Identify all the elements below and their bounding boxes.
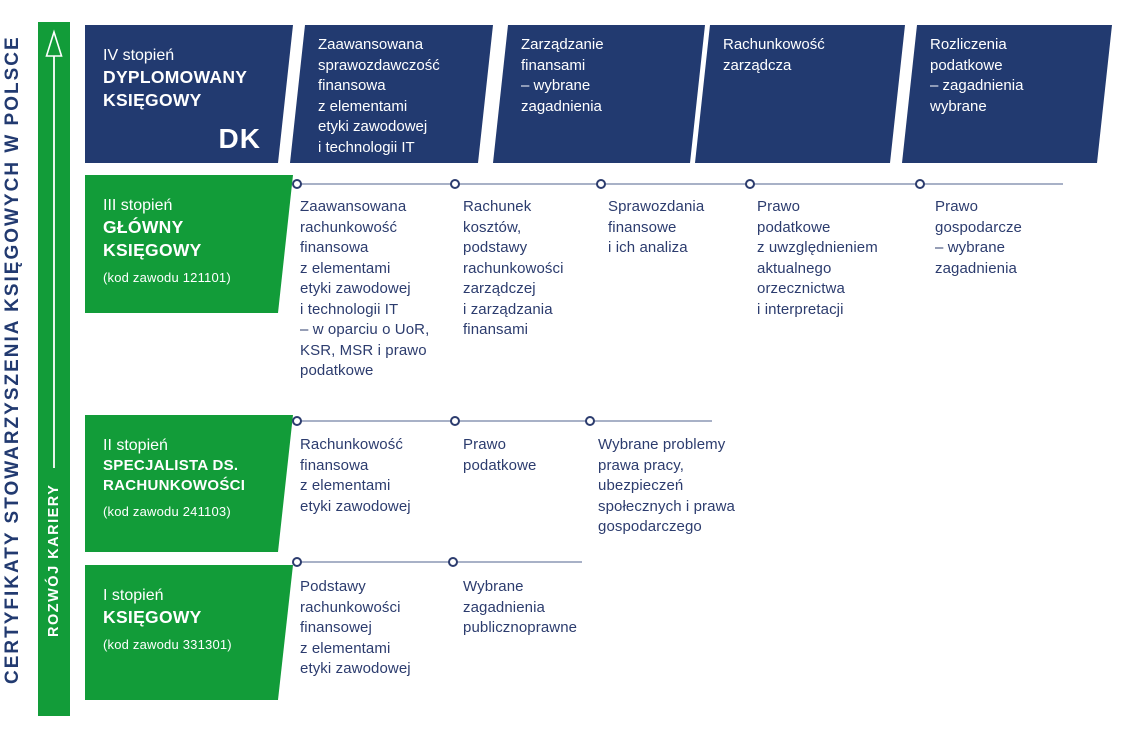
timeline-dot-icon [915,179,925,189]
level-4-subject-box: Zaawansowana sprawozdawczość finansowa z… [290,25,493,163]
timeline-dot-icon [745,179,755,189]
level-2-subject-1: Rachunkowość finansowa z elementami etyk… [300,436,411,515]
level-2-label-box: II stopień SPECJALISTA DS. RACHUNKOWOŚCI… [85,415,293,552]
level-3-title: GŁÓWNY KSIĘGOWY [103,217,202,260]
timeline-line [297,561,582,563]
level-1-subject-1: Podstawy rachunkowości finansowej z elem… [300,578,411,677]
up-arrow-icon [45,29,63,468]
level-2-title: SPECJALISTA DS. RACHUNKOWOŚCI [103,457,246,494]
level-3-subject-2: Rachunek kosztów, podstawy rachunkowości… [463,198,564,338]
level-4-subject-2: Zarządzanie finansami – wybrane zagadnie… [521,36,604,115]
level-3-subject-1: Zaawansowana rachunkowość finansowa z el… [300,198,430,379]
level-1-subject-2: Wybrane zagadnienia publicznoprawne [463,578,578,636]
level-2-timeline [0,416,1134,428]
level-1-occupation-code: (kod zawodu 331301) [103,637,232,652]
level-2-subject-2: Prawo podatkowe [463,436,537,474]
level-1-label-box: I stopień KSIĘGOWY (kod zawodu 331301) [85,565,293,700]
level-4-subject-4: Rozliczenia podatkowe – zagadnienia wybr… [930,36,1024,115]
timeline-dot-icon [292,179,302,189]
timeline-dot-icon [292,557,302,567]
level-4-subject-1: Zaawansowana sprawozdawczość finansowa z… [318,36,440,156]
timeline-dot-icon [292,416,302,426]
level-3-name: III stopień [103,197,173,214]
level-3-subject-3: Sprawozdania finansowe i ich analiza [608,198,705,256]
timeline-dot-icon [450,416,460,426]
level-4-name: IV stopień [103,47,175,64]
level-4-subject-box: Zarządzanie finansami – wybrane zagadnie… [493,25,705,163]
level-4-label-box: IV stopień DYPLOMOWANY KSIĘGOWY DK [85,25,293,163]
level-3-subject-5: Prawo gospodarcze – wybrane zagadnienia [935,198,1022,277]
timeline-dot-icon [448,557,458,567]
timeline-line [297,420,712,422]
level-4-badge: DK [218,123,261,154]
level-2-occupation-code: (kod zawodu 241103) [103,504,231,519]
level-4-subject-box: Rachunkowość zarządcza [695,25,905,163]
level-1-name: I stopień [103,587,164,604]
level-4-subject-3: Rachunkowość zarządcza [723,36,825,74]
level-1-title: KSIĘGOWY [103,607,202,627]
level-3-subject-4: Prawo podatkowe z uwzględnieniem aktualn… [757,198,878,318]
level-2-subject-3: Wybrane problemy prawa pracy, ubezpiecze… [598,436,735,535]
timeline-line [297,183,1063,185]
level-3-occupation-code: (kod zawodu 121101) [103,270,231,285]
career-progress-bar: ROZWÓJ KARIERY [38,22,70,716]
timeline-dot-icon [450,179,460,189]
level-1-timeline [0,557,1134,569]
timeline-dot-icon [596,179,606,189]
level-3-timeline [0,179,1134,191]
level-3-label-box: III stopień GŁÓWNY KSIĘGOWY (kod zawodu … [85,175,293,313]
level-2-name: II stopień [103,437,168,454]
timeline-dot-icon [585,416,595,426]
level-4-subject-box: Rozliczenia podatkowe – zagadnienia wybr… [902,25,1112,163]
level-4-title: DYPLOMOWANY KSIĘGOWY [103,67,248,110]
diagram-title: CERTYFIKATY STOWARZYSZENIA KSIĘGOWYCH W … [2,35,23,685]
